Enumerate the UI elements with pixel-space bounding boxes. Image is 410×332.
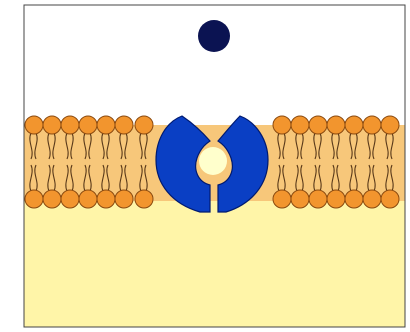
lipid-head-outer	[327, 116, 345, 134]
lipid-head-outer	[363, 116, 381, 134]
lipid-head-outer	[43, 116, 61, 134]
lipid-head-inner	[309, 190, 327, 208]
lipid-head-inner	[61, 190, 79, 208]
lipid-head-inner	[43, 190, 61, 208]
lipid-head-outer	[61, 116, 79, 134]
lipid-head-outer	[115, 116, 133, 134]
channel-pore	[199, 147, 227, 175]
lipid-head-inner	[273, 190, 291, 208]
lipid-head-outer	[273, 116, 291, 134]
lipid-head-inner	[327, 190, 345, 208]
lipid-head-outer	[291, 116, 309, 134]
lipid-head-outer	[345, 116, 363, 134]
lipid-head-outer	[25, 116, 43, 134]
lipid-head-inner	[115, 190, 133, 208]
cytoplasm-region	[24, 195, 405, 327]
lipid-head-outer	[97, 116, 115, 134]
lipid-head-inner	[381, 190, 399, 208]
lipid-head-inner	[97, 190, 115, 208]
lipid-head-inner	[79, 190, 97, 208]
lipid-head-outer	[381, 116, 399, 134]
lipid-head-inner	[25, 190, 43, 208]
lipid-head-outer	[135, 116, 153, 134]
ion	[198, 20, 230, 52]
lipid-head-inner	[345, 190, 363, 208]
lipid-head-inner	[135, 190, 153, 208]
lipid-head-outer	[79, 116, 97, 134]
lipid-head-inner	[291, 190, 309, 208]
lipid-head-inner	[363, 190, 381, 208]
lipid-head-outer	[309, 116, 327, 134]
